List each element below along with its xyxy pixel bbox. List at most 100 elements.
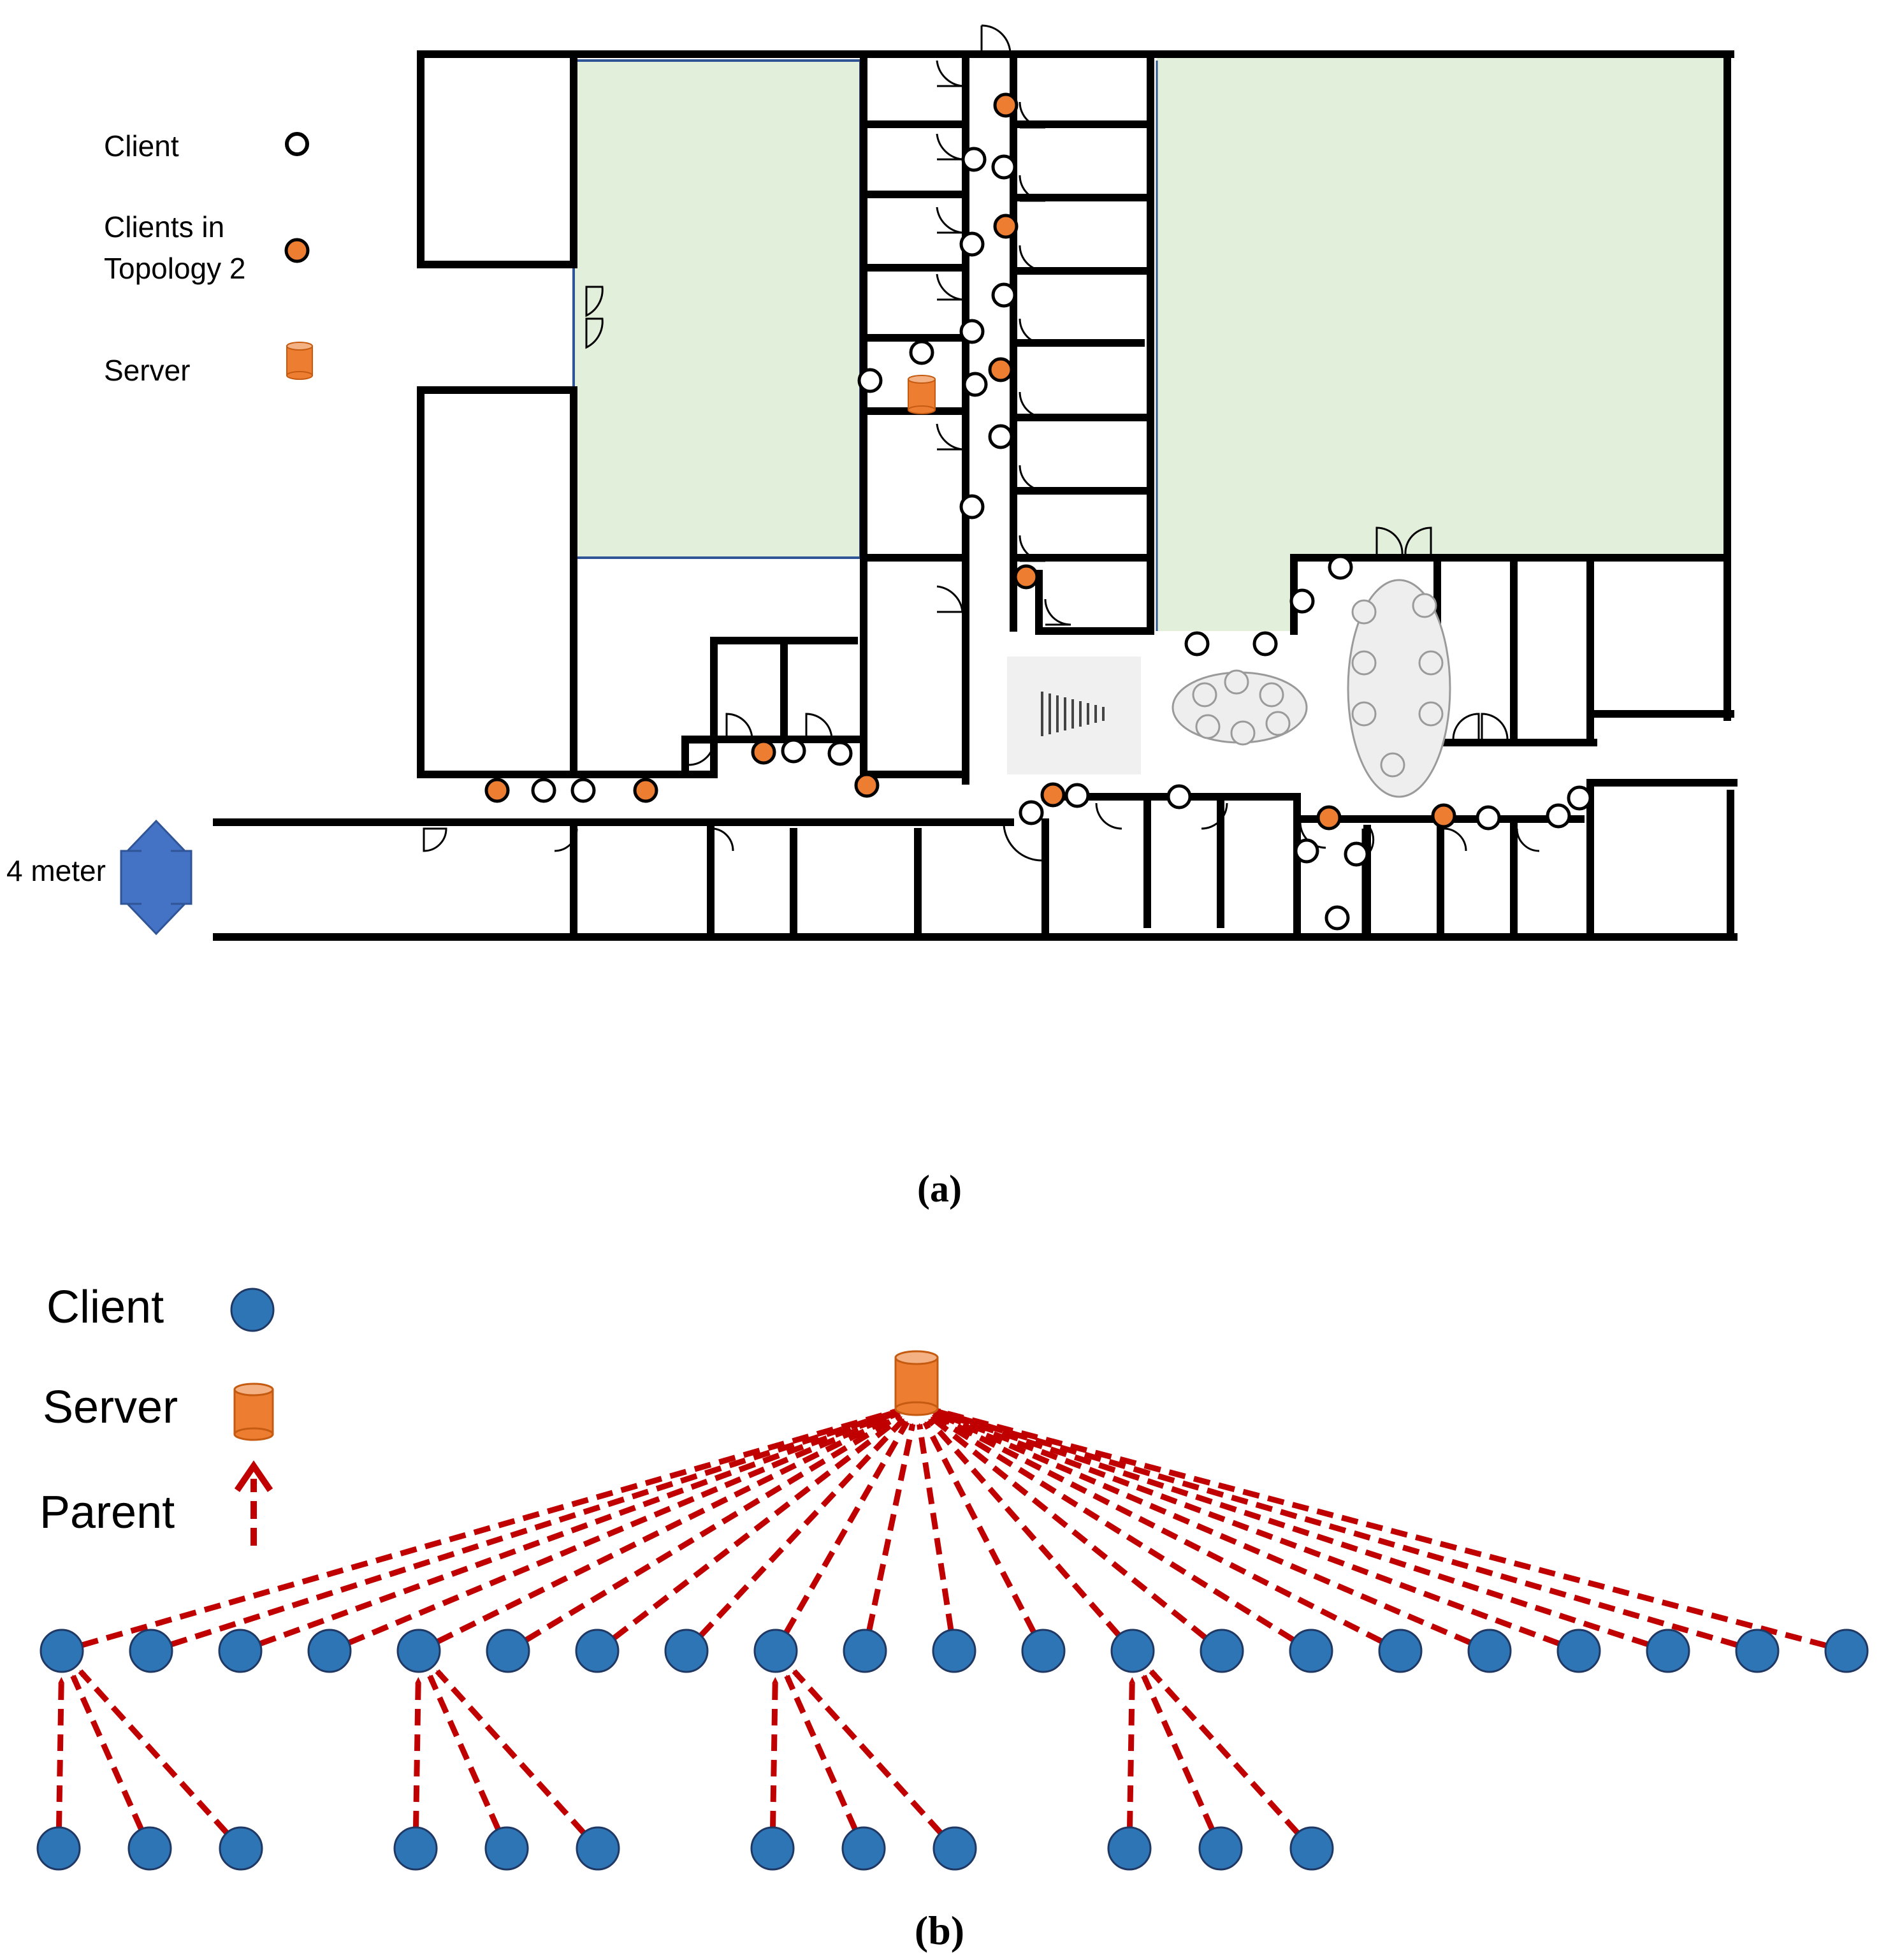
double-arrow-icon bbox=[120, 819, 192, 936]
parent-edge bbox=[347, 1410, 901, 1646]
client-node bbox=[129, 1629, 173, 1673]
legend-b-parent-label: Parent bbox=[40, 1487, 175, 1538]
parent-edge bbox=[70, 1674, 144, 1831]
server-marker-map bbox=[908, 375, 936, 414]
client-node bbox=[486, 1629, 530, 1673]
parent-edge bbox=[933, 1408, 1738, 1648]
client-marker bbox=[1294, 838, 1319, 864]
client-node bbox=[932, 1629, 976, 1673]
room-left-highlight bbox=[572, 59, 862, 559]
parent-edge bbox=[783, 1420, 910, 1634]
client-node bbox=[484, 1826, 529, 1871]
client-node bbox=[1556, 1629, 1601, 1673]
client-marker bbox=[1476, 805, 1501, 831]
client-node bbox=[1378, 1629, 1423, 1673]
cylinder-icon bbox=[233, 1383, 274, 1441]
client-marker bbox=[962, 372, 988, 397]
client-marker bbox=[1546, 803, 1571, 829]
legend-b-server-label: Server bbox=[43, 1382, 178, 1433]
client-node bbox=[307, 1629, 352, 1673]
client-nodes bbox=[36, 1629, 1869, 1871]
client-node bbox=[40, 1629, 84, 1673]
client-node bbox=[127, 1826, 172, 1871]
topology2-client-marker bbox=[993, 92, 1019, 118]
furniture-clusters bbox=[1172, 579, 1451, 798]
staircase-area bbox=[1007, 657, 1141, 774]
topology2-client-marker bbox=[751, 739, 776, 765]
client-node bbox=[1198, 1826, 1243, 1871]
client-marker bbox=[781, 738, 806, 764]
client-marker bbox=[959, 494, 985, 519]
parent-edge bbox=[436, 1411, 901, 1644]
client-node bbox=[753, 1629, 798, 1673]
client-marker bbox=[531, 778, 556, 803]
client-node bbox=[1467, 1629, 1512, 1673]
legend-client-label: Client bbox=[104, 129, 179, 163]
parent-edge bbox=[917, 1423, 954, 1631]
client-marker bbox=[991, 154, 1017, 180]
floor-plan: Client Clients in Topology 2 Server 4 me… bbox=[6, 24, 1738, 1210]
legend-b-client-label: Client bbox=[47, 1282, 164, 1333]
topology2-client-marker bbox=[988, 357, 1013, 382]
caption-a: (a) bbox=[917, 1168, 962, 1210]
parent-edge bbox=[259, 1409, 900, 1646]
parent-edges bbox=[56, 1407, 1827, 1835]
client-node bbox=[841, 1826, 886, 1871]
client-node bbox=[932, 1826, 977, 1871]
parent-edge bbox=[933, 1409, 1650, 1648]
parent-edge bbox=[413, 1676, 422, 1828]
cylinder-icon bbox=[286, 342, 313, 380]
parent-edge bbox=[56, 1676, 65, 1828]
server-node bbox=[894, 1350, 939, 1416]
topology2-client-marker bbox=[1040, 782, 1066, 808]
client-node bbox=[36, 1826, 81, 1871]
parent-edge bbox=[932, 1411, 1383, 1644]
blue-circle-icon bbox=[230, 1288, 275, 1332]
client-marker bbox=[1567, 785, 1592, 811]
parent-edge bbox=[1127, 1676, 1136, 1828]
parent-edge bbox=[792, 1669, 943, 1835]
parent-edge bbox=[81, 1407, 900, 1648]
topology2-client-marker bbox=[633, 778, 658, 803]
parent-edge bbox=[934, 1407, 1827, 1648]
orange-circle-icon bbox=[284, 238, 310, 263]
client-node bbox=[396, 1629, 441, 1673]
scale-indicator: 4 meter bbox=[6, 819, 192, 936]
parent-edge bbox=[770, 1676, 779, 1828]
client-marker bbox=[909, 340, 934, 365]
parent-edge bbox=[435, 1669, 586, 1835]
parent-edge bbox=[866, 1423, 916, 1631]
parent-edge bbox=[933, 1409, 1560, 1646]
client-marker bbox=[959, 231, 985, 257]
parent-edge bbox=[932, 1410, 1472, 1646]
client-marker bbox=[1019, 800, 1044, 825]
client-node bbox=[575, 1629, 620, 1673]
client-marker bbox=[1064, 783, 1090, 808]
door-swings bbox=[423, 24, 1540, 862]
topology2-client-markers bbox=[484, 92, 1456, 831]
client-node bbox=[393, 1826, 438, 1871]
client-marker bbox=[991, 282, 1017, 308]
client-node bbox=[218, 1629, 263, 1673]
topology2-client-marker bbox=[854, 773, 880, 798]
topology2-client-marker bbox=[1431, 803, 1456, 829]
legend-server-label: Server bbox=[104, 354, 190, 387]
legend-b: Client Server Parent bbox=[40, 1282, 275, 1546]
client-node bbox=[1107, 1826, 1152, 1871]
client-node bbox=[843, 1629, 887, 1673]
parent-edge bbox=[784, 1674, 858, 1831]
parent-edge bbox=[929, 1415, 1208, 1640]
scale-label: 4 meter bbox=[6, 854, 106, 887]
parent-edge bbox=[922, 1421, 1036, 1634]
topology2-client-marker bbox=[484, 778, 510, 803]
client-node bbox=[1289, 1826, 1334, 1871]
tree-topology: Client Server Parent (b) bbox=[36, 1282, 1869, 1953]
hollow-circle-icon bbox=[285, 132, 309, 156]
legend-topology2-label-line2: Topology 2 bbox=[104, 252, 246, 285]
client-node bbox=[664, 1629, 709, 1673]
client-node bbox=[1824, 1629, 1869, 1673]
parent-edge bbox=[170, 1408, 900, 1648]
client-marker bbox=[988, 424, 1013, 449]
parent-edge bbox=[1141, 1674, 1215, 1831]
client-node bbox=[219, 1826, 263, 1871]
